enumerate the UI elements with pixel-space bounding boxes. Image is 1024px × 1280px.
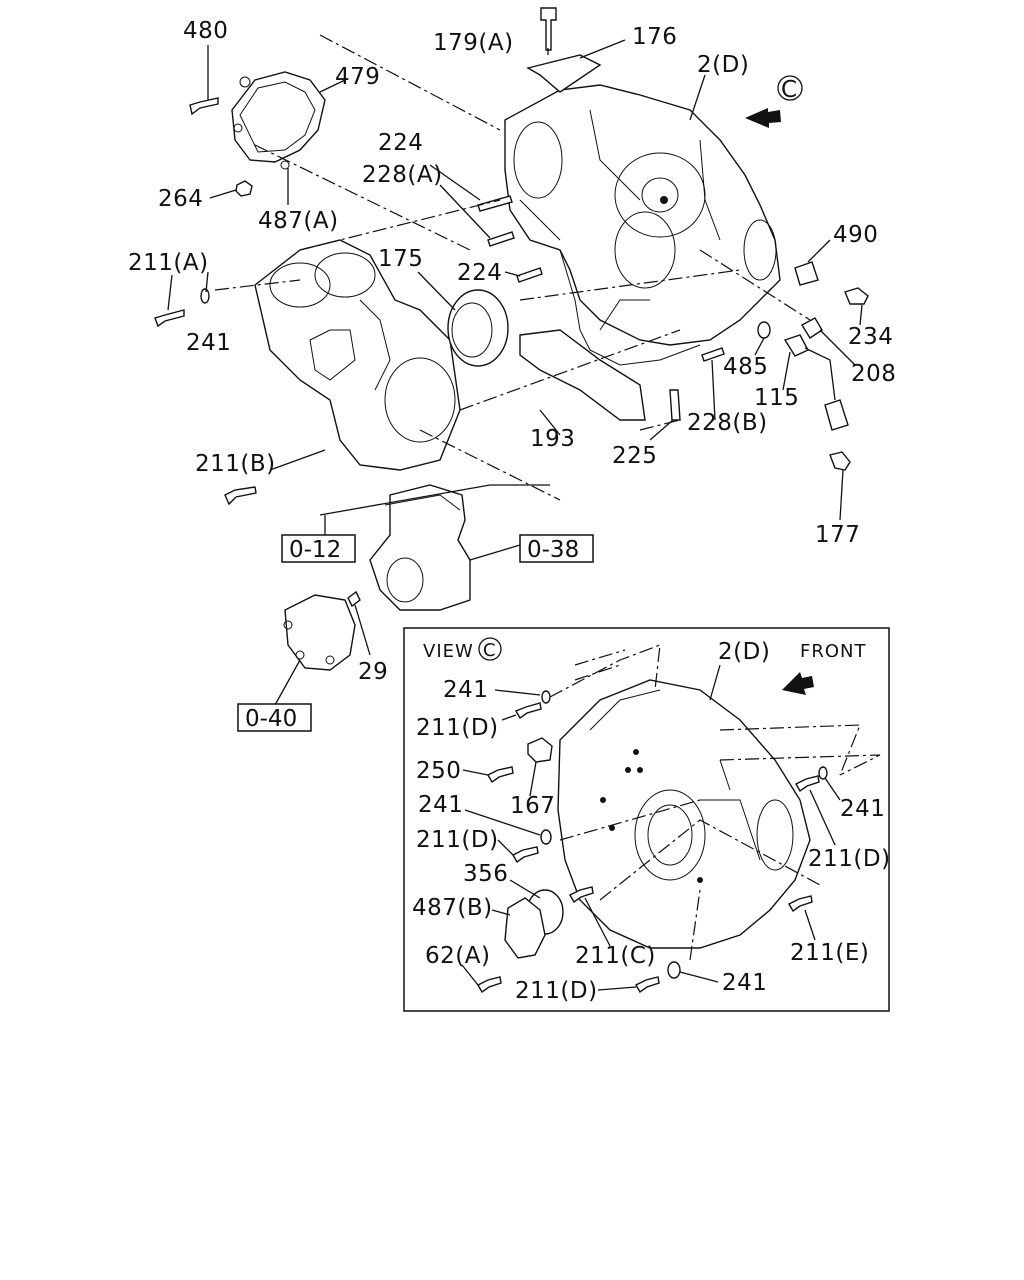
- bolt-179a: [540, 7, 557, 51]
- inset-callout-241b: 241: [418, 792, 463, 818]
- ref-box-0-40[interactable]: 0-40: [237, 703, 312, 732]
- oil-seal-175: [447, 289, 509, 367]
- engine-block: [254, 239, 461, 471]
- callout-208: 208: [851, 361, 896, 387]
- inset-callout-2d: 2(D): [718, 639, 770, 665]
- inset-bolt-211c: [569, 886, 594, 904]
- callout-264: 264: [158, 186, 203, 212]
- ref-label-0-40: 0-40: [245, 706, 297, 732]
- circle-c-symbol: C: [777, 75, 803, 103]
- callout-175: 175: [378, 246, 423, 272]
- pump: [283, 594, 356, 671]
- inset-callout-250: 250: [416, 758, 461, 784]
- stud-224: [477, 195, 513, 212]
- cover-479: [231, 71, 326, 170]
- ref-box-0-12[interactable]: 0-12: [281, 534, 356, 563]
- inset-callout-241c: 241: [722, 970, 767, 996]
- main-illustration: C: [154, 7, 869, 706]
- inset-front-label: FRONT: [800, 641, 867, 662]
- inset-bolt-211d-d: [795, 775, 820, 793]
- inset-callout-356: 356: [463, 861, 508, 887]
- bolt-480: [189, 97, 219, 116]
- callout-211a: 211(A): [128, 250, 209, 276]
- callout-241: 241: [186, 330, 231, 356]
- inset-callout-487b: 487(B): [412, 895, 493, 921]
- washer-241: [200, 288, 210, 304]
- inset-callout-211e: 211(E): [790, 940, 869, 966]
- callout-228b: 228(B): [687, 410, 768, 436]
- stud-224b: [516, 267, 543, 283]
- inset-callout-211d-d: 211(D): [808, 846, 891, 872]
- callout-224b: 224: [457, 260, 502, 286]
- cover-193: [519, 329, 646, 421]
- svg-text:C: C: [483, 640, 497, 661]
- main-callouts: 480 479 264 487(A) 179(A) 176 2(D) 224 2…: [128, 18, 896, 685]
- inset-bolt-211e: [788, 895, 813, 913]
- stud-225: [669, 389, 681, 421]
- callout-480: 480: [183, 18, 228, 44]
- flywheel-housing: [504, 84, 781, 366]
- inset-callout-167: 167: [510, 793, 555, 819]
- sensor-115: [783, 334, 849, 431]
- inset-washer-241c: [667, 961, 681, 979]
- callout-490: 490: [833, 222, 878, 248]
- callout-234: 234: [848, 324, 893, 350]
- leader-lines: [167, 39, 863, 706]
- callout-193: 193: [530, 426, 575, 452]
- inset-callout-241a: 241: [443, 677, 488, 703]
- callout-485: 485: [723, 354, 768, 380]
- inset-bolt-211d-b: [512, 846, 539, 864]
- callout-487a: 487(A): [258, 208, 339, 234]
- bolt-177: [829, 451, 851, 471]
- callout-225: 225: [612, 443, 657, 469]
- inset-callout-211d-b: 211(D): [416, 827, 499, 853]
- inset-view-label: VIEW: [423, 641, 474, 662]
- callout-479: 479: [335, 64, 380, 90]
- view-c-symbol: C: [781, 77, 798, 103]
- oring-485: [757, 321, 771, 339]
- inset-callout-241d: 241: [840, 796, 885, 822]
- callout-176: 176: [632, 24, 677, 50]
- nut-264: [235, 180, 253, 197]
- inset-cover-167: [527, 737, 553, 763]
- bolt-234: [844, 287, 869, 305]
- stud-228b: [701, 347, 725, 362]
- inset-washer-241d: [818, 766, 828, 780]
- stud-228a: [487, 231, 515, 247]
- key-29: [347, 590, 361, 608]
- view-c-inset: VIEW C FRONT: [403, 627, 891, 1012]
- ref-box-0-38[interactable]: 0-38: [519, 534, 594, 563]
- inset-washer-241a: [541, 690, 551, 704]
- ref-label-0-38: 0-38: [527, 537, 579, 563]
- callout-2d: 2(D): [697, 52, 749, 78]
- callout-179a: 179(A): [433, 30, 514, 56]
- inset-callout-211d-c: 211(D): [515, 978, 598, 1004]
- compressor: [369, 484, 471, 611]
- bolt-211a: [154, 309, 185, 328]
- inset-circle-c-symbol: C: [478, 637, 502, 661]
- callout-211b: 211(B): [195, 451, 276, 477]
- bracket-176: [526, 54, 602, 93]
- plug-208: [801, 317, 823, 339]
- callout-115: 115: [754, 385, 799, 411]
- bolt-211b: [224, 486, 257, 506]
- inset-bolt-211d-a: [514, 702, 542, 720]
- inset-callout-62a: 62(A): [425, 943, 490, 969]
- inset-callout-211c: 211(C): [575, 943, 656, 969]
- inset-bolt-250: [487, 766, 514, 784]
- bracket-490: [794, 261, 819, 286]
- direction-arrow: [745, 108, 781, 128]
- inset-washer-241b: [540, 829, 552, 845]
- ref-label-0-12: 0-12: [289, 537, 341, 563]
- front-arrow: [782, 672, 814, 695]
- inset-bolt-211d-c: [635, 976, 660, 994]
- callout-29: 29: [358, 659, 388, 685]
- inset-cover-487b: [504, 897, 546, 959]
- inset-bolt-62a: [477, 976, 502, 994]
- callout-228a: 228(A): [362, 162, 443, 188]
- inset-callout-211d-a: 211(D): [416, 715, 499, 741]
- callout-177: 177: [815, 522, 860, 548]
- callout-224a: 224: [378, 130, 423, 156]
